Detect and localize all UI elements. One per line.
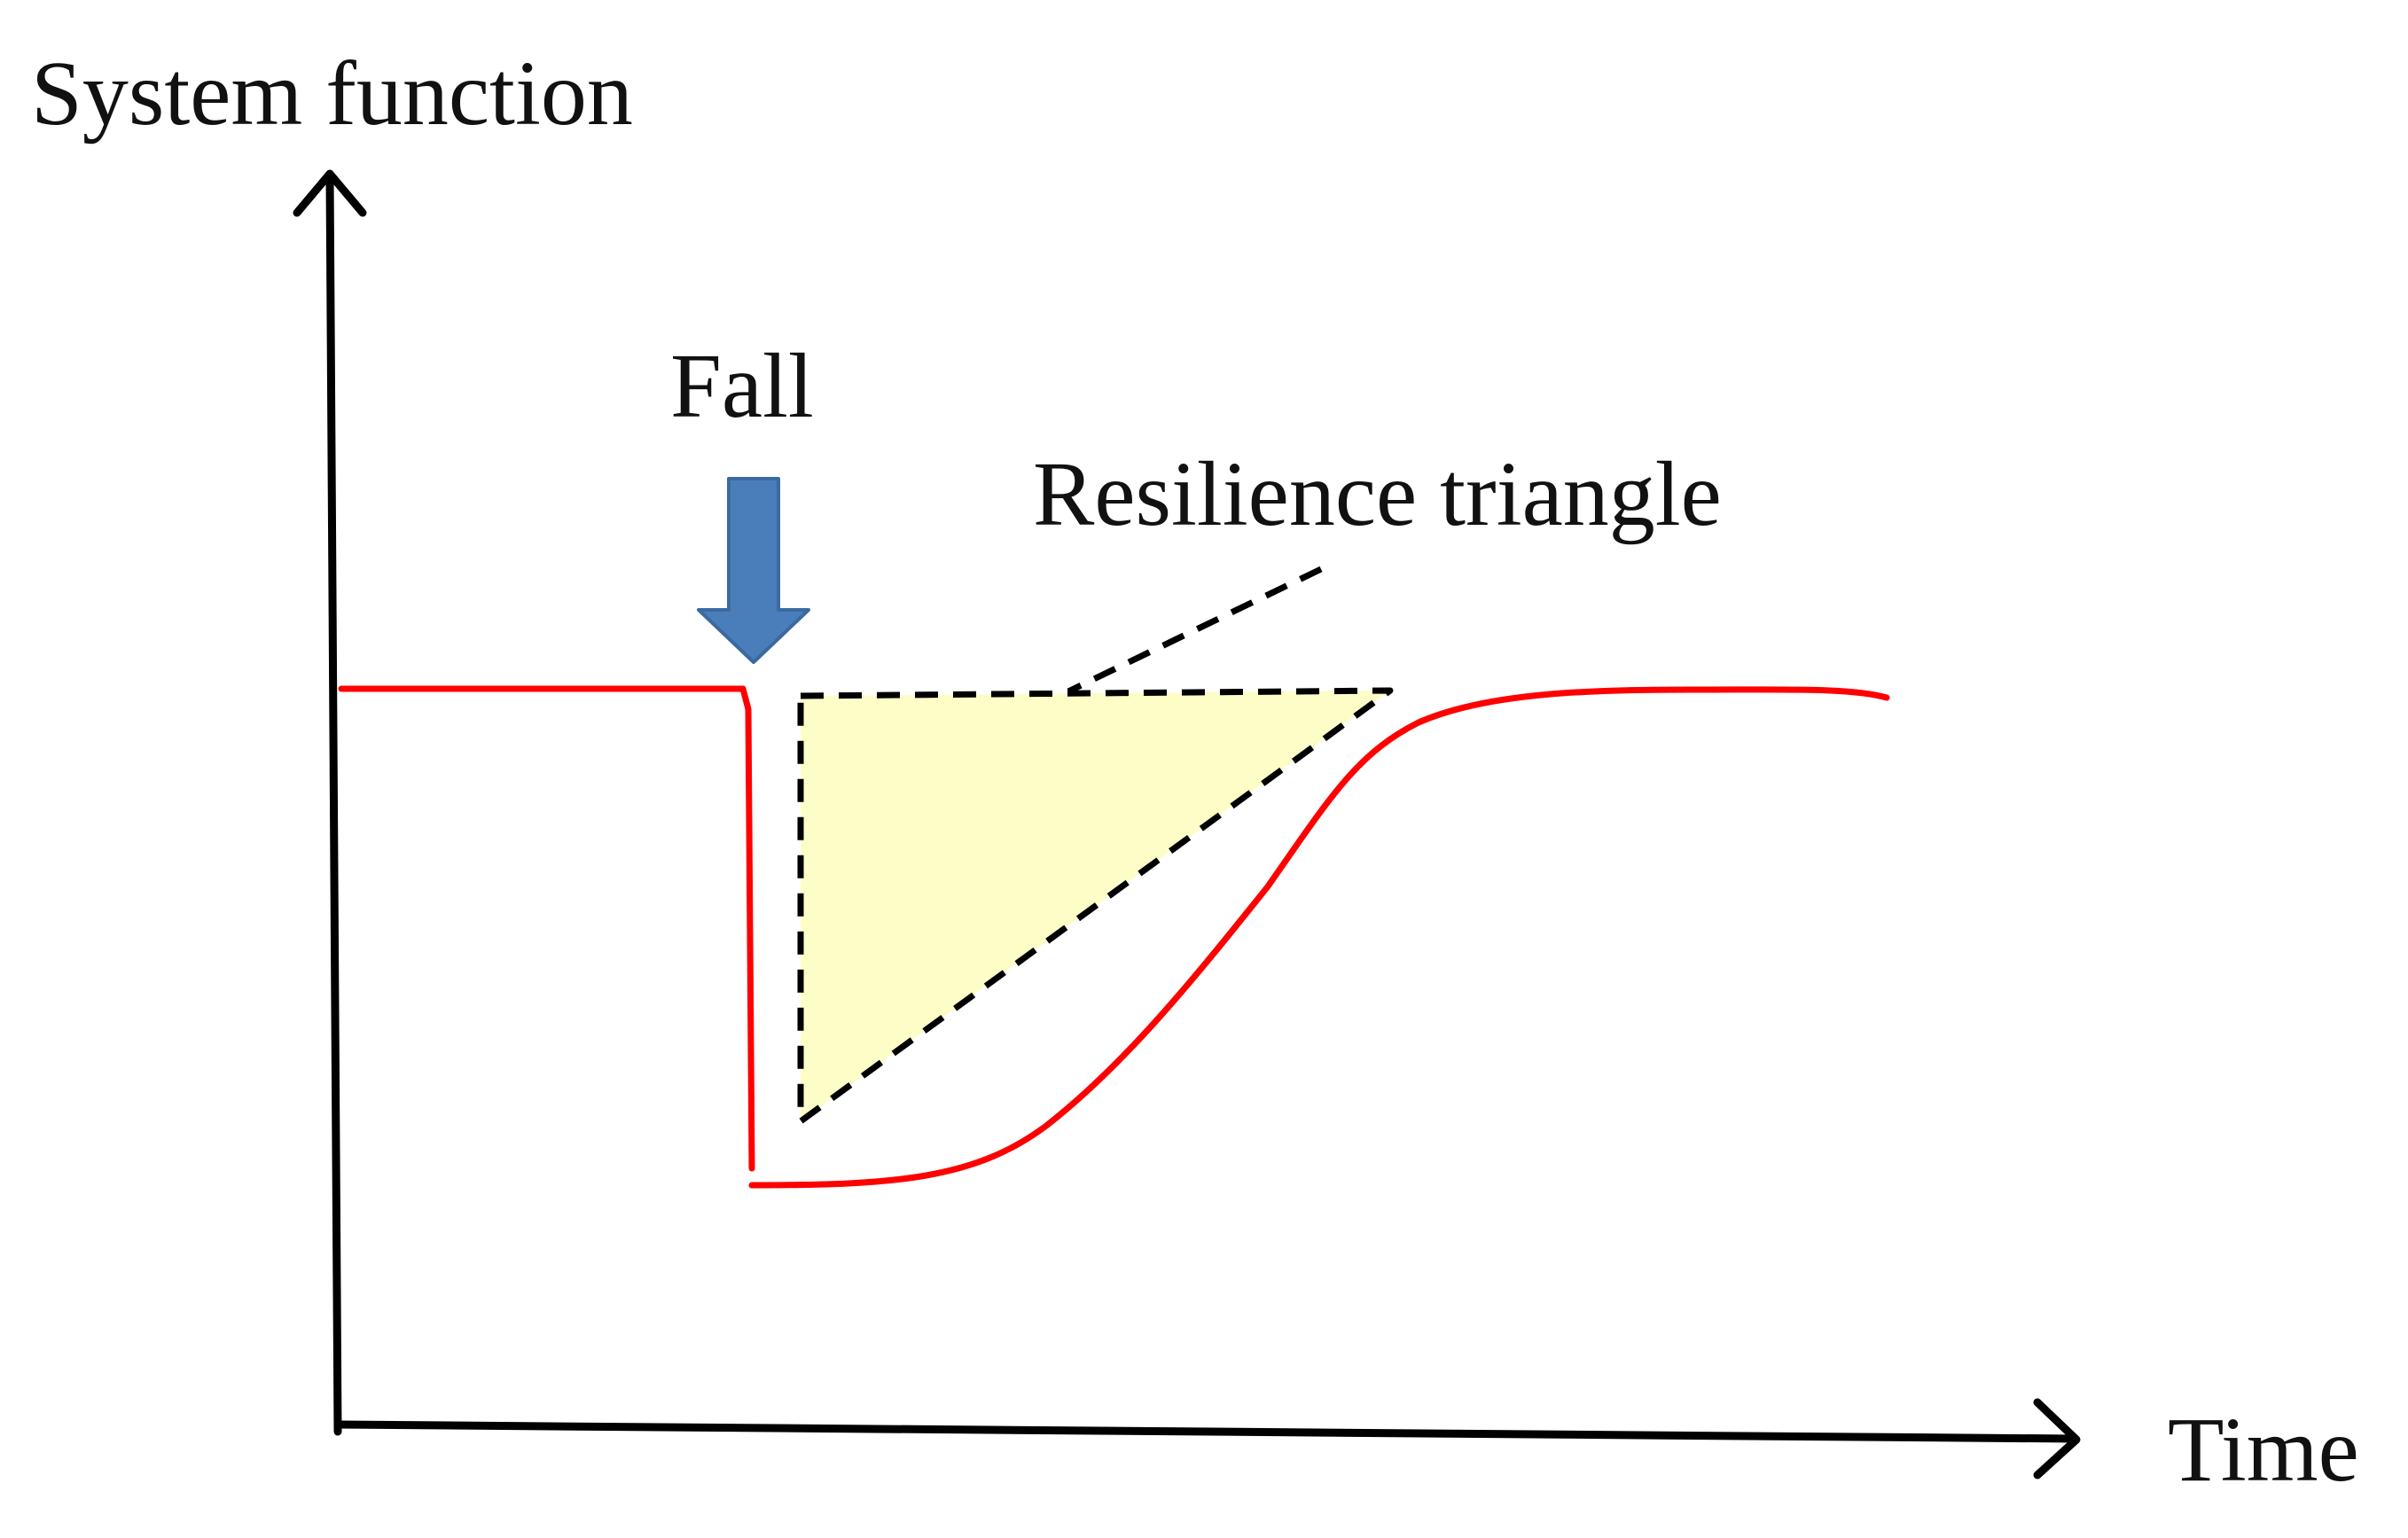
x-axis-arrowhead bbox=[2033, 1398, 2081, 1479]
resilience-triangle-label: Resilience triangle bbox=[1033, 443, 1722, 545]
x-axis-label: Time bbox=[2168, 1399, 2359, 1501]
triangle-pointer-line bbox=[1067, 566, 1323, 695]
y-axis-label: System function bbox=[31, 43, 633, 144]
y-axis-line bbox=[325, 173, 342, 1436]
y-axis bbox=[293, 169, 367, 1436]
x-axis bbox=[333, 1398, 2081, 1479]
y-axis-arrowhead bbox=[293, 169, 367, 217]
down-arrow-icon bbox=[697, 477, 810, 664]
system-function-curve bbox=[338, 685, 1890, 1189]
fall-label: Fall bbox=[670, 335, 814, 437]
x-axis-line bbox=[333, 1420, 2079, 1443]
resilience-triangle bbox=[797, 687, 1394, 1125]
